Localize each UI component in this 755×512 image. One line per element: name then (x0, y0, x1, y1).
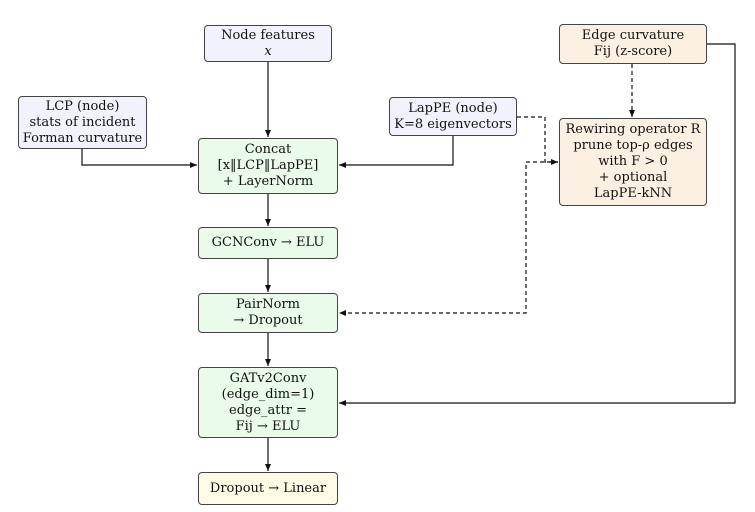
arrow-rewiring-to-pairnorm (339, 161, 558, 316)
lappe-detail: K=8 eigenvectors (394, 116, 512, 132)
gatv2conv-line-3: edge_attr = (229, 402, 307, 418)
pairnorm-box: PairNorm → Dropout (198, 293, 338, 333)
lcp-line-2: stats of incident (29, 114, 136, 130)
output-label: Dropout → Linear (209, 480, 327, 496)
rewiring-line-3: with F > 0 (598, 154, 668, 169)
edge-curvature-title: Edge curvature (581, 28, 685, 43)
gcnconv-box: GCNConv → ELU (198, 227, 338, 259)
gcnconv-label: GCNConv → ELU (211, 235, 325, 250)
node-features-symbol: x (264, 43, 272, 59)
gatv2conv-line-2: (edge_dim=1) (221, 386, 315, 402)
lcp-title: LCP (node) (45, 98, 120, 114)
pairnorm-title: PairNorm (235, 297, 301, 312)
concat-formula: [x‖LCP‖LapPE] (217, 158, 319, 173)
arrow-lappe-to-rewiring (517, 116, 558, 165)
rewiring-title: Rewiring operator R (565, 122, 701, 137)
gatv2conv-box: GATv2Conv (edge_dim=1) edge_attr = Fij →… (198, 367, 338, 438)
node-features-title: Node features (221, 27, 315, 43)
gatv2conv-title: GATv2Conv (229, 370, 307, 386)
rewiring-line-4: + optional (598, 170, 668, 185)
output-box: Dropout → Linear (198, 472, 338, 505)
concat-title: Concat (244, 142, 292, 157)
rewiring-line-2: prune top-ρ edges (573, 138, 693, 153)
node-features-box: Node features x (204, 25, 332, 62)
arrow-lcp-to-concat (81, 149, 197, 168)
lappe-title: LapPE (node) (408, 100, 498, 116)
rewiring-operator-box: Rewiring operator R prune top-ρ edges wi… (559, 118, 707, 206)
lcp-line-3: Forman curvature (22, 130, 143, 146)
concat-box: Concat [x‖LCP‖LapPE] + LayerNorm (198, 138, 338, 194)
rewiring-line-5: LapPE-kNN (593, 186, 673, 201)
gatv2conv-line-4: Fij → ELU (235, 418, 301, 434)
edge-curvature-detail: Fij (z-score) (593, 44, 673, 59)
lcp-box: LCP (node) stats of incident Forman curv… (18, 96, 147, 149)
concat-layernorm: + LayerNorm (222, 174, 314, 189)
edge-curvature-box: Edge curvature Fij (z-score) (559, 24, 707, 64)
pairnorm-dropout: → Dropout (233, 313, 303, 328)
arrow-edgecurv-to-gatv2conv (339, 43, 736, 406)
lappe-box: LapPE (node) K=8 eigenvectors (389, 97, 517, 136)
arrow-lappe-to-concat (339, 136, 454, 168)
